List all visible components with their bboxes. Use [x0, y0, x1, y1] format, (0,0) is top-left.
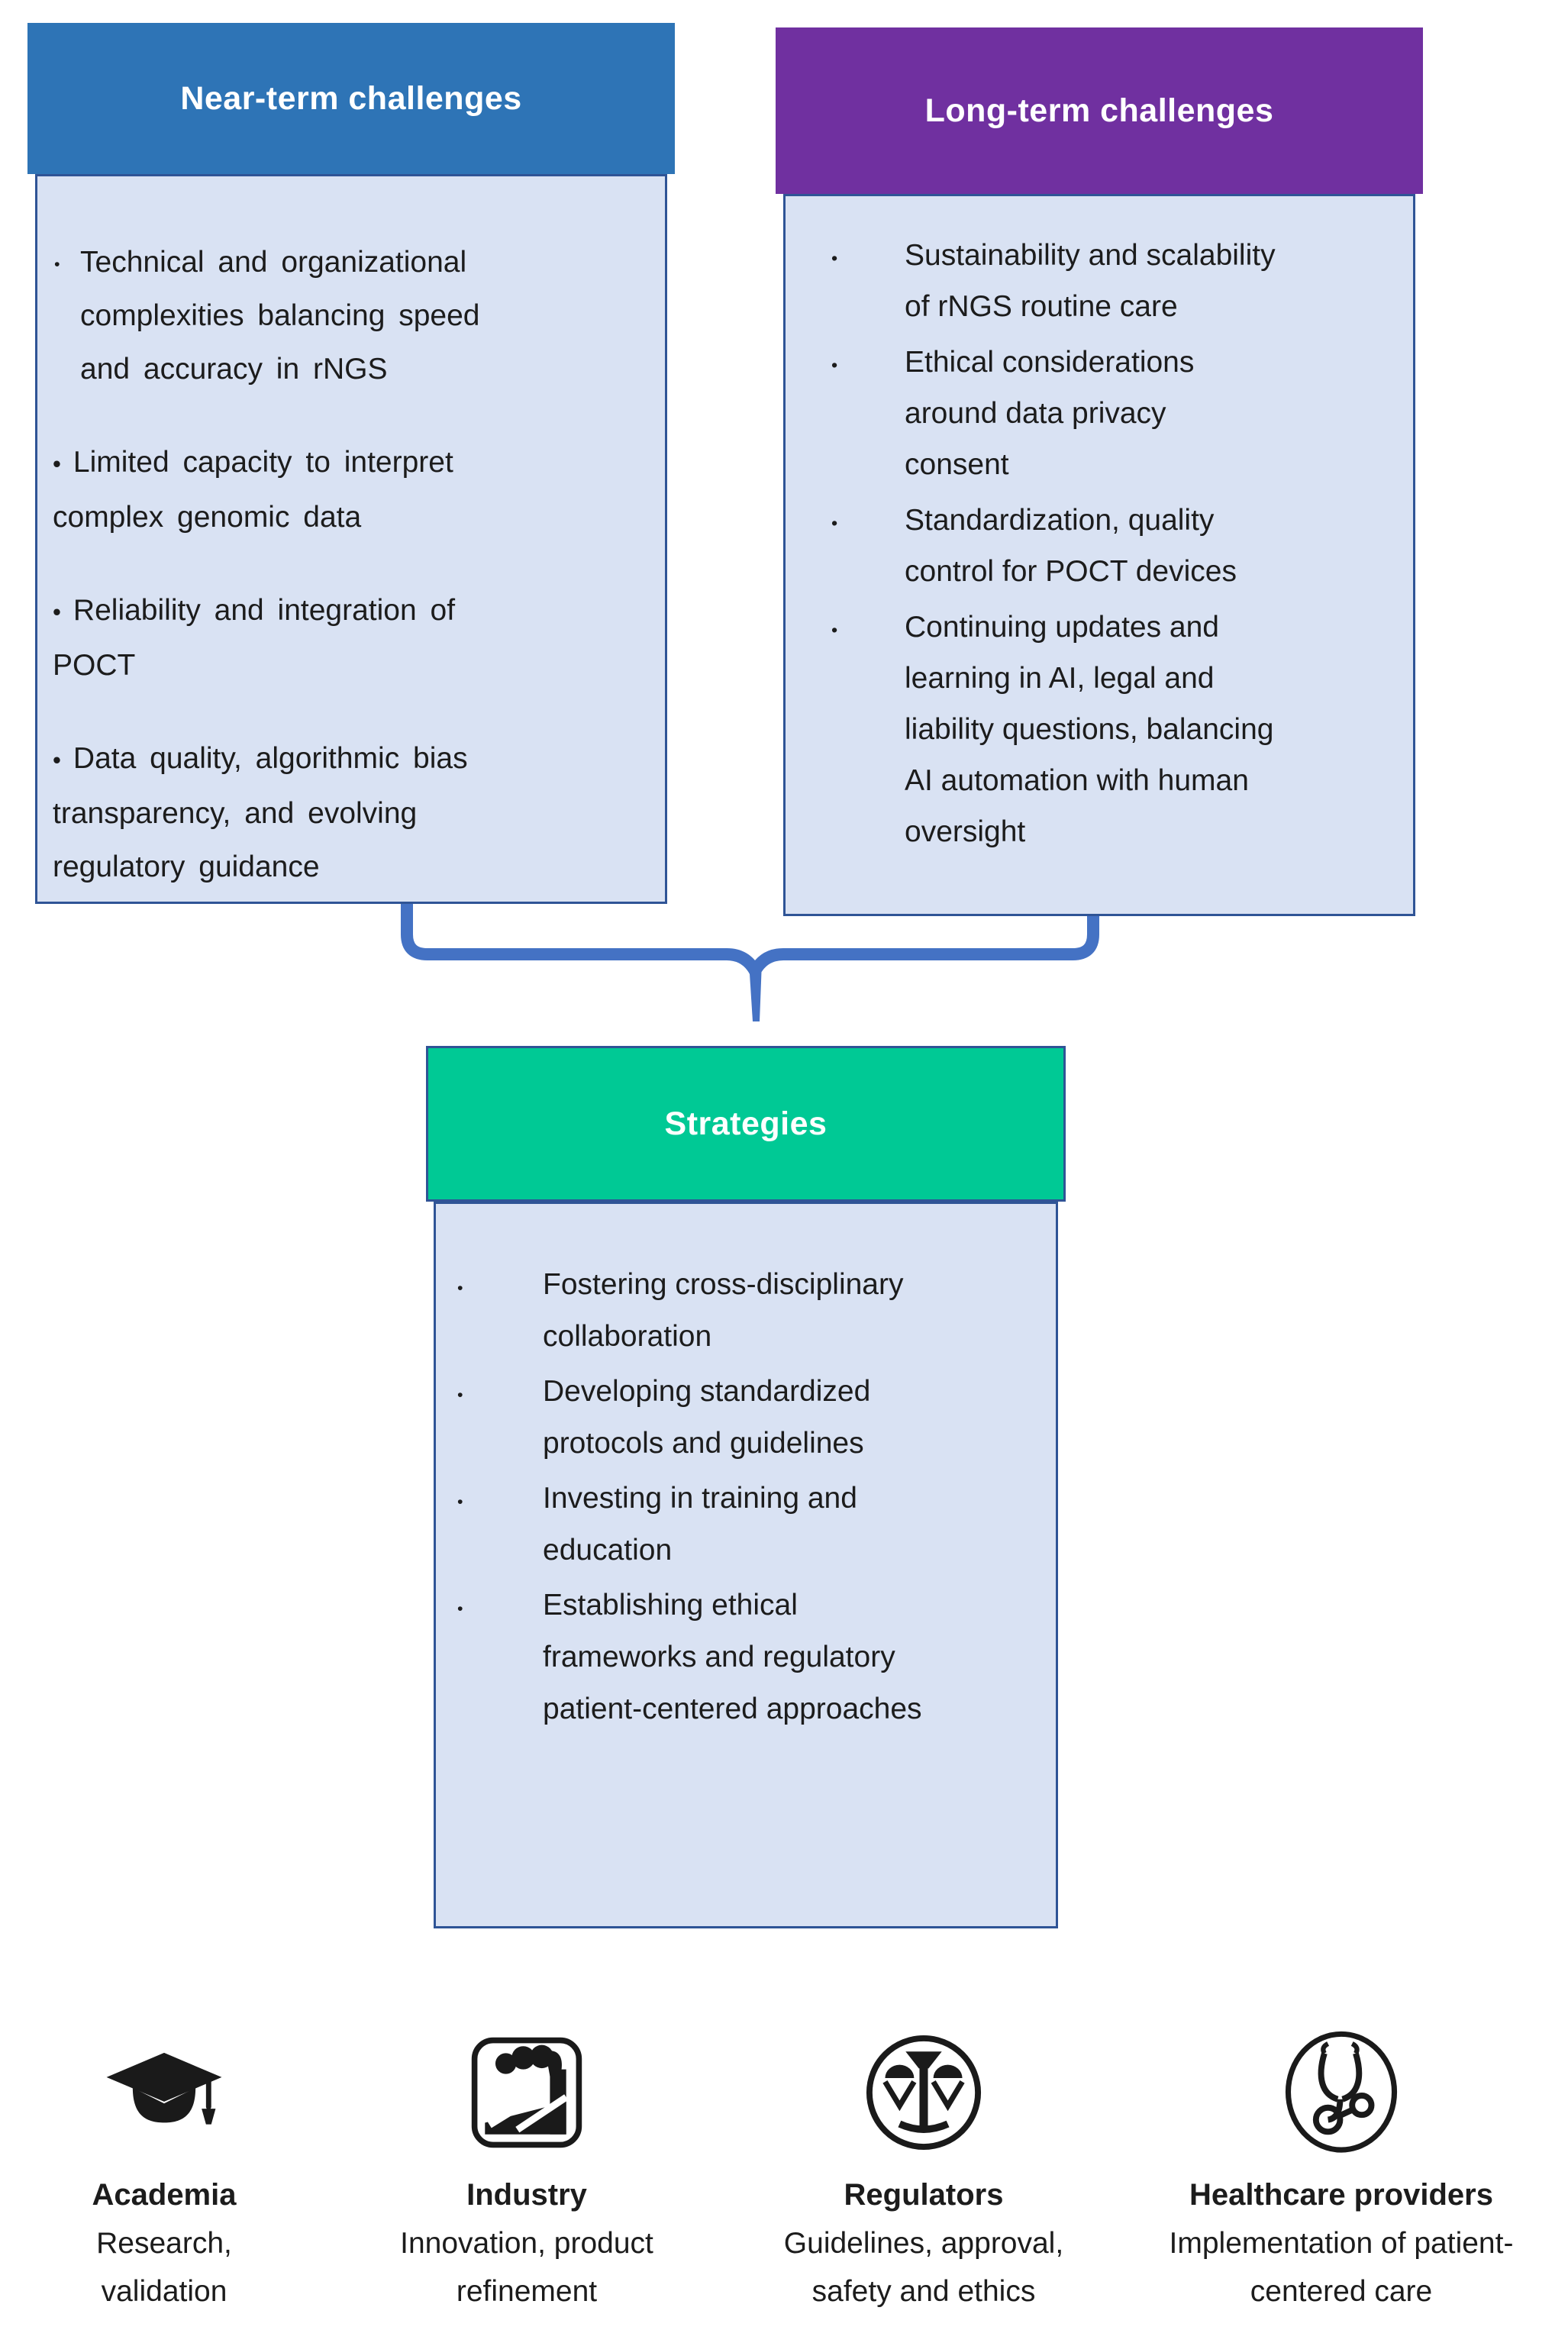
stakeholder-academia: Academia Research, validation [11, 2025, 317, 2315]
stakeholder-name: Regulators [844, 2178, 1004, 2212]
stakeholder-description: Research, validation [96, 2227, 232, 2308]
factory-icon [469, 2025, 585, 2161]
stakeholder-description: Guidelines, approval, safety and ethics [783, 2227, 1064, 2308]
near-term-title: Near-term challenges [180, 79, 522, 117]
long-term-bullet-list: Sustainability and scalability of rNGS r… [786, 196, 1413, 857]
bullet-item: Establishing ethical frameworks and regu… [436, 1580, 1033, 1735]
bullet-item: Reliability and integration of POCT [53, 584, 628, 692]
stethoscope-icon [1281, 2025, 1402, 2161]
bullet-item: Technical and organizational complexitie… [53, 236, 628, 396]
bullet-item: Sustainability and scalability of rNGS r… [786, 230, 1386, 332]
near-term-header: Near-term challenges [27, 23, 675, 174]
near-term-bullet-list: Technical and organizational complexitie… [37, 176, 665, 894]
strategies-body: Fostering cross-disciplinary collaborati… [434, 1202, 1058, 1928]
stakeholder-description: Implementation of patient- centered care [1169, 2227, 1514, 2308]
strategies-title: Strategies [664, 1105, 828, 1142]
bullet-item: Continuing updates and learning in AI, l… [786, 602, 1386, 857]
long-term-header: Long-term challenges [776, 27, 1423, 194]
stakeholder-name: Industry [466, 2178, 587, 2212]
bullet-item: Limited capacity to interpret complex ge… [53, 436, 628, 544]
bullet-item: Fostering cross-disciplinary collaborati… [436, 1259, 1033, 1363]
bullet-item: Ethical considerations around data priva… [786, 337, 1386, 490]
bullet-item: Standardization, quality control for POC… [786, 495, 1386, 597]
stakeholder-healthcare-providers: Healthcare providers Implementation of p… [1115, 2025, 1568, 2315]
strategies-header: Strategies [426, 1046, 1066, 1202]
near-term-body: Technical and organizational complexitie… [35, 174, 667, 904]
scales-icon [863, 2025, 984, 2161]
bullet-item: Developing standardized protocols and gu… [436, 1366, 1033, 1470]
strategies-bullet-list: Fostering cross-disciplinary collaborati… [436, 1204, 1056, 1735]
long-term-body: Sustainability and scalability of rNGS r… [783, 194, 1415, 916]
bullet-item: Investing in training and education [436, 1473, 1033, 1576]
stakeholder-description: Innovation, product refinement [400, 2227, 653, 2308]
graduation-cap-icon [103, 2025, 225, 2161]
stakeholder-industry: Industry Innovation, product refinement [347, 2025, 706, 2315]
stakeholder-name: Healthcare providers [1189, 2178, 1493, 2212]
bullet-item: Data quality, algorithmic bias transpare… [53, 732, 628, 894]
stakeholder-name: Academia [92, 2178, 237, 2212]
stakeholder-regulators: Regulators Guidelines, approval, safety … [744, 2025, 1103, 2315]
long-term-title: Long-term challenges [924, 92, 1274, 129]
